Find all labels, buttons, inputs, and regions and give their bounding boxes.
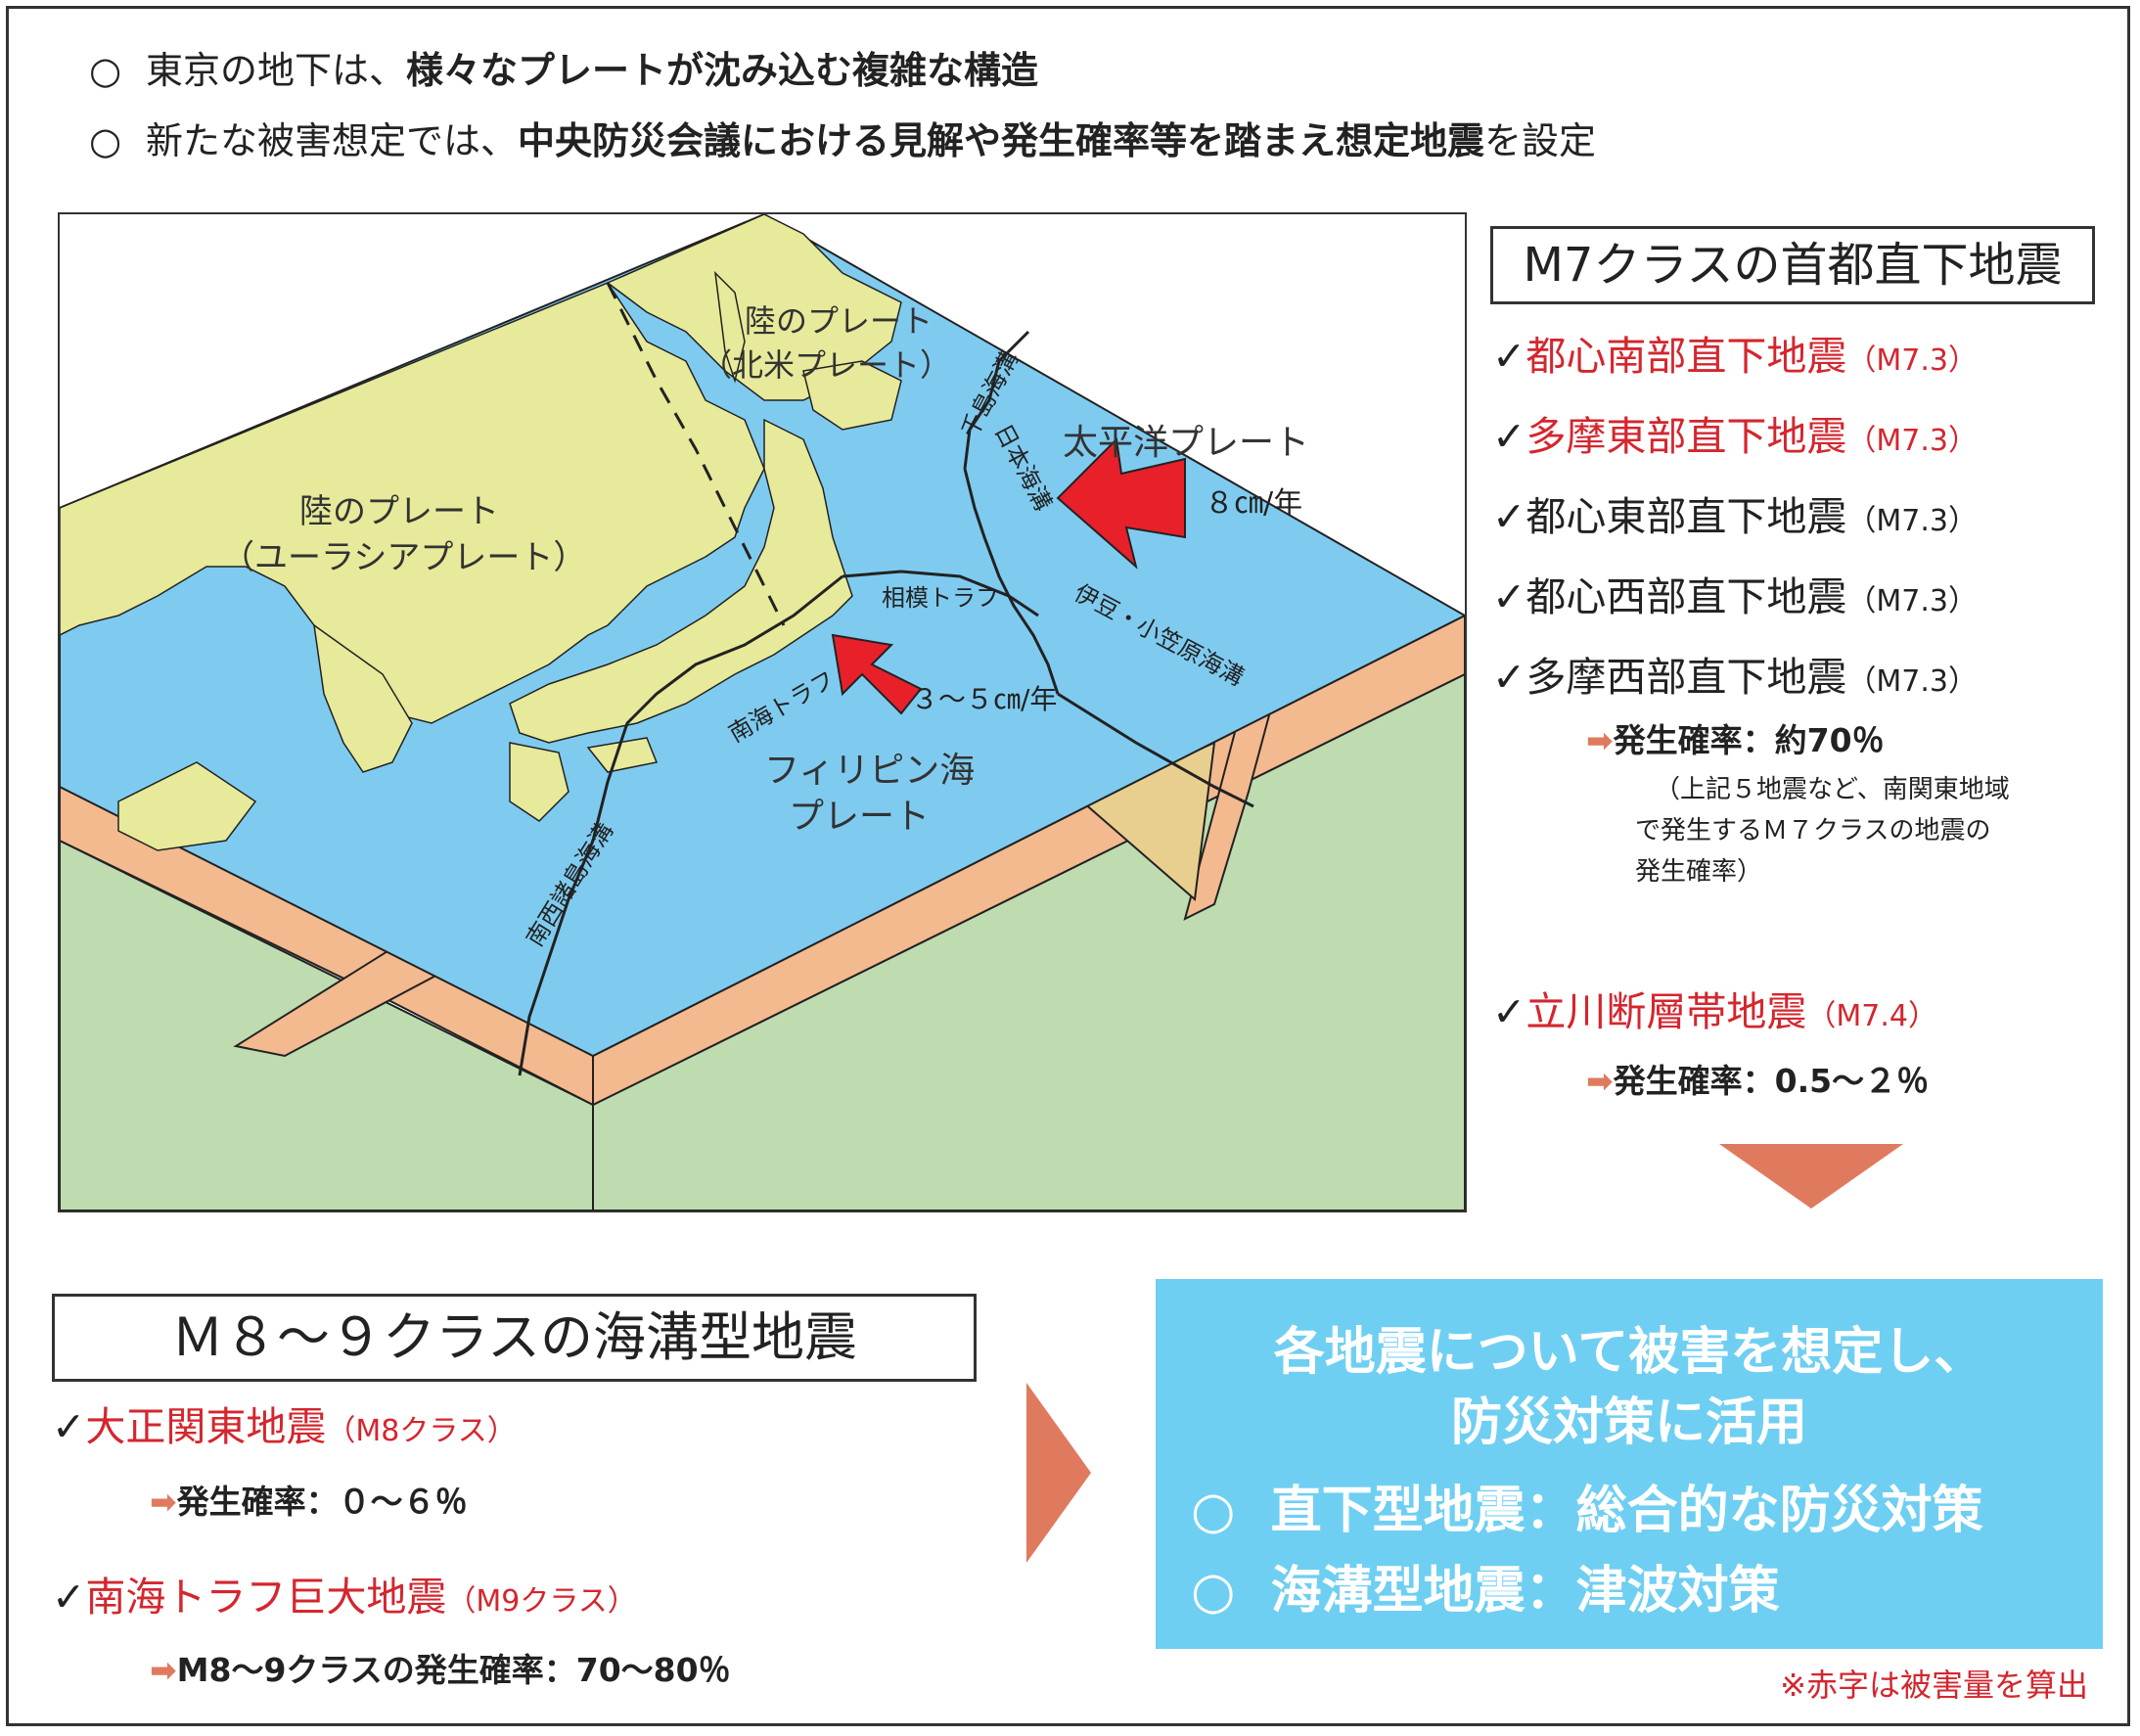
nankai-megaquake-probability-text: M8～9クラスの発生確率：70～80％	[176, 1651, 731, 1689]
sakhalin	[713, 270, 746, 384]
m7-earthquake-magnitude: （M7.3）	[1846, 504, 1978, 538]
japan-shikoku	[586, 737, 659, 773]
m7-earthquake-item: ✓都心南部直下地震（M7.3）	[1492, 332, 1978, 386]
circle-mark: ○	[1191, 1482, 1236, 1540]
m7-earthquake-magnitude: （M7.3）	[1846, 664, 1978, 699]
m7-earthquake-magnitude: （M7.3）	[1846, 343, 1978, 378]
check-icon: ✓	[1492, 333, 1526, 380]
taisho-kanto-earthquake: ✓大正関東地震（M8クラス）	[52, 1402, 517, 1456]
m7-earthquake-magnitude: （M7.3）	[1846, 424, 1978, 458]
m7-earthquake-name: 都心東部直下地震	[1525, 493, 1847, 540]
eurasia-land	[60, 282, 765, 724]
taisho-kanto-probability: ➡発生確率：０～６％	[150, 1483, 468, 1522]
label-north-american-2: （北米プレート）	[701, 346, 951, 384]
result-item-2-text: 海溝型地震：津波対策	[1270, 1562, 1780, 1621]
label-eurasian-1: 陸のプレート	[299, 492, 499, 531]
taisho-kanto-name: 大正関東地震	[85, 1403, 327, 1450]
taisho-kanto-magnitude: （M8クラス）	[326, 1414, 517, 1448]
down-triangle-icon	[1719, 1144, 1903, 1209]
bullet-tail-text: を設定	[1484, 119, 1597, 162]
taiwan-island	[117, 761, 257, 851]
sagami-trough-line	[842, 570, 1039, 617]
m7-earthquake-magnitude: （M7.3）	[1846, 584, 1978, 618]
plate-boundary-dashed	[606, 282, 786, 626]
m7-earthquake-item: ✓多摩東部直下地震（M7.3）	[1492, 412, 1978, 466]
chishima-trench-line	[963, 330, 1030, 470]
tachikawa-probability-text: 発生確率：0.5～２％	[1613, 1062, 1930, 1100]
arrow-right-icon: ➡	[1586, 1062, 1614, 1100]
label-north-american-1: 陸のプレート	[745, 302, 933, 340]
check-icon: ✓	[1492, 573, 1526, 620]
m7-note-line-1: （上記５地震など、南関東地域	[1655, 775, 2010, 804]
m7-note-line-3: 発生確率）	[1635, 857, 1763, 887]
label-philippine-speed: ３～５㎝/年	[911, 683, 1057, 715]
m7-earthquake-name: 都心西部直下地震	[1525, 573, 1847, 620]
m7-earthquake-name: 都心南部直下地震	[1525, 333, 1847, 380]
m7-probability: ➡発生確率：約70％	[1586, 721, 1885, 760]
m7-earthquake-name: 多摩東部直下地震	[1525, 413, 1847, 460]
taisho-kanto-probability-text: 発生確率：０～６％	[176, 1483, 468, 1521]
nankai-megaquake-name: 南海トラフ巨大地震	[85, 1574, 447, 1621]
label-eurasian-2: （ユーラシアプレート）	[221, 538, 586, 577]
label-sagami-trough: 相模トラフ	[882, 584, 999, 612]
bullet-bold-text: 様々なプレートが沈み込む複雑な構造	[406, 49, 1039, 92]
nankai-megaquake-magnitude: （M9クラス）	[446, 1584, 637, 1619]
result-line-1: 各地震について被害を想定し、	[1273, 1323, 1985, 1382]
m7-earthquake-item: ✓都心西部直下地震（M7.3）	[1492, 572, 1978, 626]
circle-mark: ○	[1191, 1562, 1236, 1621]
label-pacific-speed: ８㎝/年	[1205, 486, 1302, 521]
arrow-right-icon: ➡	[1586, 721, 1614, 759]
m7-earthquake-item: ✓多摩西部直下地震（M7.3）	[1492, 653, 1978, 707]
m89-title-box: Ｍ８～９クラスの海溝型地震	[52, 1294, 977, 1382]
hokkaido	[802, 360, 902, 431]
arrow-right-icon: ➡	[150, 1483, 177, 1521]
result-box: 各地震について被害を想定し、 防災対策に活用 ○ 直下型地震：総合的な防災対策 …	[1156, 1279, 2103, 1649]
pacific-plate-arrow	[1056, 436, 1186, 570]
m7-earthquake-item: ✓都心東部直下地震（M7.3）	[1492, 492, 1978, 546]
result-line-2: 防災対策に活用	[1450, 1393, 1807, 1452]
label-philippine-1: フィリピン海	[764, 751, 975, 791]
japan-trench-line	[963, 468, 1060, 695]
footnote: ※赤字は被害量を算出	[1780, 1667, 2088, 1704]
check-icon: ✓	[1492, 988, 1526, 1035]
label-philippine-2: プレート	[789, 797, 930, 837]
m7-probability-text: 発生確率：約70％	[1613, 721, 1885, 759]
japan-honshu	[509, 418, 853, 744]
plate-map-diagram: 陸のプレート （北米プレート） 陸のプレート （ユーラシアプレート） 太平洋プレ…	[58, 212, 1467, 1212]
nankai-trough-line	[518, 574, 843, 1076]
bullet-bold-text: 中央防災会議における見解や発生確率等を踏まえ想定地震	[518, 119, 1485, 162]
intro-bullet-2: ○ 新たな被害想定では、中央防災会議における見解や発生確率等を踏まえ想定地震を設定	[89, 118, 1596, 163]
japan-kyushu	[509, 742, 569, 822]
circle-mark: ○	[89, 49, 122, 92]
right-triangle-icon	[1026, 1383, 1091, 1563]
result-item-2: ○ 海溝型地震：津波対策	[1191, 1549, 1780, 1622]
nankai-megaquake-probability: ➡M8～9クラスの発生確率：70～80％	[150, 1651, 731, 1690]
izu-trench-line	[1057, 692, 1254, 808]
korea-peninsula	[313, 623, 413, 773]
slide-frame: ○ 東京の地下は、様々なプレートが沈み込む複雑な構造 ○ 新たな被害想定では、中央防…	[6, 6, 2130, 1726]
circle-mark: ○	[89, 119, 122, 162]
m7-earthquake-name: 多摩西部直下地震	[1525, 654, 1847, 701]
check-icon: ✓	[1492, 413, 1526, 460]
check-icon: ✓	[52, 1574, 86, 1621]
tachikawa-probability: ➡発生確率：0.5～２％	[1586, 1062, 1929, 1101]
m7-title-box: M7クラスの首都直下地震	[1490, 226, 2095, 304]
bullet-normal-text: 新たな被害想定では、	[146, 119, 519, 162]
result-item-1: ○ 直下型地震：総合的な防災対策	[1191, 1469, 1983, 1542]
tachikawa-magnitude: （M7.4）	[1806, 999, 1937, 1033]
philippine-plate-arrow	[831, 633, 923, 715]
m7-note-line-2: で発生するＭ７クラスの地震の	[1635, 816, 1991, 845]
nankai-megaquake: ✓南海トラフ巨大地震（M9クラス）	[52, 1573, 637, 1626]
bullet-normal-text: 東京の地下は、	[146, 49, 407, 92]
tachikawa-earthquake: ✓立川断層帯地震（M7.4）	[1492, 987, 1937, 1041]
result-item-1-text: 直下型地震：総合的な防災対策	[1270, 1482, 1983, 1540]
check-icon: ✓	[1492, 654, 1526, 701]
check-icon: ✓	[52, 1403, 86, 1450]
label-pacific: 太平洋プレート	[1063, 423, 1309, 463]
check-icon: ✓	[1492, 493, 1526, 540]
intro-bullet-1: ○ 東京の地下は、様々なプレートが沈み込む複雑な構造	[89, 48, 1038, 93]
tachikawa-name: 立川断層帯地震	[1525, 988, 1807, 1035]
arrow-right-icon: ➡	[150, 1651, 177, 1689]
